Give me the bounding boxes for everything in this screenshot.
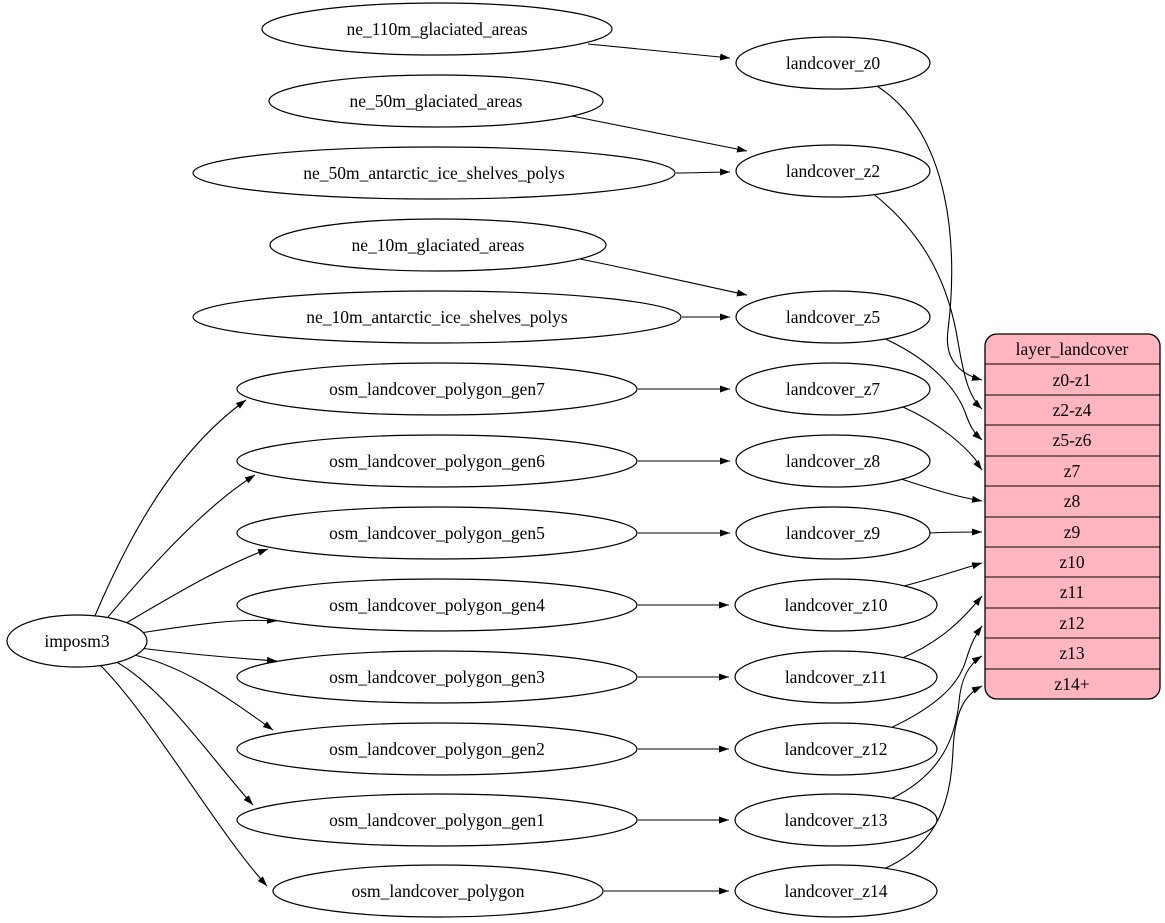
table-row-z14plus: z14+	[1054, 674, 1089, 694]
node-osm-landcover-polygon-gen3: osm_landcover_polygon_gen3	[236, 650, 638, 704]
node-osm-landcover-polygon-gen5: osm_landcover_polygon_gen5	[236, 506, 638, 560]
node-label: landcover_z11	[785, 667, 887, 687]
node-landcover-z11: landcover_z11	[734, 650, 938, 704]
edge-z9-row	[929, 528, 983, 536]
table-row-z0-z1: z0-z1	[1053, 370, 1092, 390]
node-label: osm_landcover_polygon_gen7	[329, 379, 545, 399]
edge-group	[93, 43, 983, 895]
node-landcover-z2: landcover_z2	[735, 144, 931, 198]
edge-ne50m-glaciated-z2	[571, 115, 748, 153]
edge-z7-row	[902, 406, 983, 471]
node-osm-landcover-polygon-gen6: osm_landcover_polygon_gen6	[236, 434, 638, 488]
table-layer-landcover: layer_landcover z0-z1 z2-z4 z5-z6 z7 z8 …	[984, 333, 1161, 700]
node-ne-110m-glaciated-areas: ne_110m_glaciated_areas	[261, 2, 613, 56]
edge-ne50m-antarctic-z2	[675, 168, 731, 176]
node-label: landcover_z13	[784, 810, 887, 830]
node-label: ne_50m_antarctic_ice_shelves_polys	[303, 163, 565, 183]
node-label: ne_50m_glaciated_areas	[350, 91, 523, 111]
node-label: landcover_z2	[786, 161, 880, 181]
imposm3-ellipse	[6, 614, 148, 668]
table-row-z10: z10	[1059, 552, 1085, 572]
table-row-z12: z12	[1059, 613, 1084, 633]
node-osm-landcover-polygon-gen1: osm_landcover_polygon_gen1	[236, 793, 638, 847]
edge-imposm3-polygon	[98, 663, 268, 887]
node-label: landcover_z10	[784, 595, 887, 615]
node-ne-10m-glaciated-areas: ne_10m_glaciated_areas	[269, 218, 607, 272]
node-label: osm_landcover_polygon_gen1	[329, 810, 545, 830]
node-label: osm_landcover_polygon	[351, 881, 524, 901]
node-ne-50m-antarctic-ice-shelves-polys: ne_50m_antarctic_ice_shelves_polys	[192, 146, 676, 200]
node-label: ne_10m_glaciated_areas	[352, 235, 525, 255]
edge-z12-row	[883, 625, 983, 732]
node-landcover-z12: landcover_z12	[734, 722, 938, 776]
node-landcover-z9: landcover_z9	[735, 506, 931, 560]
node-ne-10m-antarctic-ice-shelves-polys: ne_10m_antarctic_ice_shelves_polys	[192, 290, 682, 344]
edge-imposm3-gen7	[93, 399, 247, 619]
table-title: layer_landcover	[1016, 339, 1129, 359]
node-osm-landcover-polygon: osm_landcover_polygon	[272, 864, 604, 918]
node-label: osm_landcover_polygon_gen4	[329, 595, 545, 615]
node-ne-50m-glaciated-areas: ne_50m_glaciated_areas	[268, 74, 604, 128]
edge-z8-row	[897, 477, 983, 503]
edge-z13-row	[883, 655, 983, 803]
table-row-z9: z9	[1064, 522, 1081, 542]
node-label: ne_10m_antarctic_ice_shelves_polys	[306, 307, 568, 327]
node-label: landcover_z7	[786, 379, 881, 399]
node-landcover-z7: landcover_z7	[735, 362, 931, 416]
table-row-z2-z4: z2-z4	[1053, 400, 1092, 420]
node-label: landcover_z12	[784, 739, 887, 759]
node-label: landcover_z5	[786, 307, 881, 327]
edge-z11-row	[899, 595, 983, 660]
table-row-z13: z13	[1059, 643, 1085, 663]
node-imposm3: imposm3	[6, 614, 148, 668]
edge-imposm3-gen5	[115, 548, 269, 630]
table-row-z5-z6: z5-z6	[1053, 430, 1092, 450]
node-osm-landcover-polygon-gen2: osm_landcover_polygon_gen2	[236, 722, 638, 776]
node-label: ne_110m_glaciated_areas	[346, 19, 527, 39]
edge-z14-row	[875, 685, 983, 873]
node-landcover-z5: landcover_z5	[735, 290, 931, 344]
node-landcover-z0: landcover_z0	[735, 36, 931, 90]
node-label: osm_landcover_polygon_gen6	[329, 451, 545, 471]
node-label: landcover_z8	[786, 451, 881, 471]
node-label: landcover_z14	[784, 881, 887, 901]
edge-z0-row	[876, 85, 983, 381]
edge-imposm3-gen4	[132, 616, 278, 635]
table-row-z7: z7	[1064, 461, 1081, 481]
edge-z5-row	[878, 335, 983, 441]
node-landcover-z13: landcover_z13	[734, 793, 938, 847]
table-row-z8: z8	[1064, 491, 1081, 511]
node-osm-landcover-polygon-gen4: osm_landcover_polygon_gen4	[236, 578, 638, 632]
edge-imposm3-gen2	[128, 653, 274, 731]
edge-ne110m-z0	[587, 43, 731, 61]
edge-imposm3-gen1	[112, 659, 254, 806]
node-osm-landcover-polygon-gen7: osm_landcover_polygon_gen7	[236, 362, 638, 416]
node-label: landcover_z9	[786, 523, 881, 543]
edge-z2-row	[870, 191, 983, 410]
edge-z10-row	[899, 562, 983, 588]
node-label: landcover_z0	[786, 53, 881, 73]
table-row-z11: z11	[1060, 582, 1085, 602]
edge-ne10m-glaciated-z5	[579, 258, 748, 297]
node-label: osm_landcover_polygon_gen3	[329, 667, 545, 687]
imposm3-label: imposm3	[44, 631, 109, 651]
node-label: osm_landcover_polygon_gen2	[329, 739, 545, 759]
edge-imposm3-gen6	[102, 474, 256, 624]
node-landcover-z14: landcover_z14	[734, 864, 938, 918]
node-label: osm_landcover_polygon_gen5	[329, 523, 545, 543]
node-landcover-z8: landcover_z8	[735, 434, 931, 488]
edge-imposm3-gen3	[138, 647, 278, 664]
node-landcover-z10: landcover_z10	[734, 578, 938, 632]
